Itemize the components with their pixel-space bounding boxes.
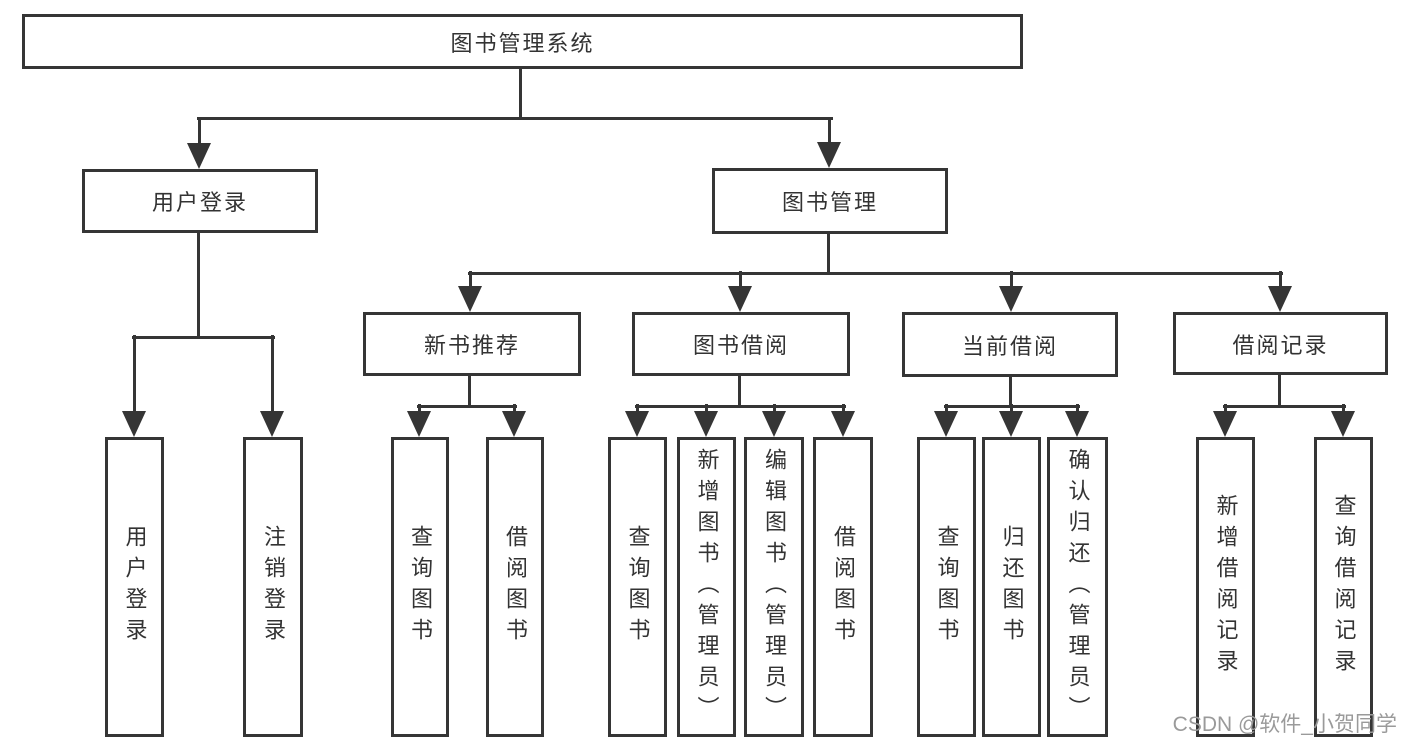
- leaf-record-query-label: 查询借阅记录: [1331, 494, 1357, 680]
- connector-line: [1278, 271, 1282, 288]
- connector-line: [468, 271, 472, 288]
- leaf-borrow-borrow-label: 借阅图书: [831, 525, 856, 649]
- connector-line: [827, 117, 831, 144]
- connector-line: [1009, 271, 1013, 288]
- arrow-down-icon: [934, 411, 958, 437]
- node-user-login-branch-label: 用户登录: [151, 190, 248, 215]
- arrow-down-icon: [728, 286, 752, 312]
- leaf-borrow-query: 查询图书: [608, 437, 667, 737]
- connector-line: [1223, 404, 1227, 413]
- connector-line: [772, 404, 776, 413]
- leaf-current-confirm: 确认归还（管理员）: [1047, 437, 1108, 737]
- connector-line: [841, 404, 845, 413]
- connector-line: [1009, 372, 1012, 408]
- leaf-record-add-label: 新增借阅记录: [1213, 494, 1239, 680]
- arrow-down-icon: [694, 411, 718, 437]
- leaf-newbook-borrow: 借阅图书: [486, 437, 544, 737]
- arrow-down-icon: [1065, 411, 1089, 437]
- node-borrow-record-label: 借阅记录: [1232, 332, 1329, 358]
- connector-line: [944, 404, 948, 413]
- connector-line: [1009, 404, 1013, 413]
- connector-line: [270, 335, 274, 413]
- node-user-login-branch: 用户登录: [82, 169, 318, 233]
- arrow-down-icon: [762, 411, 786, 437]
- leaf-newbook-query: 查询图书: [391, 437, 449, 737]
- leaf-borrow-add-label: 新增图书（管理员）: [694, 447, 720, 727]
- arrow-down-icon: [1268, 286, 1292, 312]
- leaf-user-login: 用户登录: [105, 437, 164, 737]
- connector-line: [738, 271, 742, 288]
- node-new-book-rec-label: 新书推荐: [423, 333, 520, 358]
- arrow-down-icon: [260, 411, 284, 437]
- leaf-logout-label: 注销登录: [261, 525, 286, 649]
- connector-line: [1341, 404, 1345, 413]
- node-new-book-rec: 新书推荐: [363, 312, 581, 376]
- node-book-mgmt-branch: 图书管理: [712, 168, 948, 234]
- connector-line: [738, 372, 741, 408]
- leaf-borrow-edit-label: 编辑图书（管理员）: [762, 447, 787, 727]
- node-current-borrow-label: 当前借阅: [961, 333, 1058, 359]
- node-root-label: 图书管理系统: [450, 30, 595, 56]
- leaf-user-login-label: 用户登录: [122, 525, 148, 649]
- leaf-record-query: 查询借阅记录: [1314, 437, 1373, 737]
- connector-line: [635, 405, 846, 408]
- arrow-down-icon: [1331, 411, 1355, 437]
- node-borrow-record: 借阅记录: [1173, 312, 1388, 375]
- arrow-down-icon: [999, 286, 1023, 312]
- leaf-borrow-borrow: 借阅图书: [813, 437, 873, 737]
- connector-line: [519, 66, 522, 120]
- arrow-down-icon: [1213, 411, 1237, 437]
- node-book-borrow-label: 图书借阅: [692, 333, 789, 358]
- connector-line: [417, 404, 421, 413]
- arrow-down-icon: [407, 411, 431, 437]
- connector-line: [635, 404, 639, 413]
- leaf-borrow-query-label: 查询图书: [625, 525, 651, 649]
- arrow-down-icon: [817, 142, 841, 168]
- node-current-borrow: 当前借阅: [902, 312, 1118, 377]
- leaf-current-return-label: 归还图书: [999, 525, 1025, 649]
- connector-line: [827, 231, 830, 275]
- connector-line: [417, 405, 517, 408]
- arrow-down-icon: [122, 411, 146, 437]
- arrow-down-icon: [458, 286, 482, 312]
- leaf-borrow-edit: 编辑图书（管理员）: [744, 437, 804, 737]
- connector-line: [132, 336, 275, 339]
- leaf-newbook-borrow-label: 借阅图书: [503, 525, 528, 649]
- node-book-borrow: 图书借阅: [632, 312, 850, 376]
- leaf-current-query: 查询图书: [917, 437, 976, 737]
- arrow-down-icon: [625, 411, 649, 437]
- node-book-mgmt-branch-label: 图书管理: [781, 190, 878, 215]
- leaf-current-query-label: 查询图书: [934, 525, 960, 649]
- connector-line: [132, 335, 136, 413]
- leaf-current-confirm-label: 确认归还（管理员）: [1065, 447, 1091, 727]
- arrow-down-icon: [999, 411, 1023, 437]
- connector-line: [512, 404, 516, 413]
- connector-line: [197, 117, 201, 145]
- connector-line: [1223, 405, 1346, 408]
- leaf-newbook-query-label: 查询图书: [408, 525, 433, 649]
- connector-line: [704, 404, 708, 413]
- connector-line: [197, 230, 200, 339]
- node-root: 图书管理系统: [22, 14, 1023, 69]
- arrow-down-icon: [831, 411, 855, 437]
- leaf-record-add: 新增借阅记录: [1196, 437, 1255, 737]
- connector-line: [1075, 404, 1079, 413]
- connector-line: [468, 372, 471, 408]
- connector-line: [197, 117, 833, 120]
- connector-line: [468, 272, 1283, 275]
- arrow-down-icon: [502, 411, 526, 437]
- leaf-current-return: 归还图书: [982, 437, 1041, 737]
- arrow-down-icon: [187, 143, 211, 169]
- watermark: CSDN @软件_小贺同学: [1172, 713, 1397, 736]
- connector-line: [1278, 372, 1281, 408]
- leaf-logout: 注销登录: [243, 437, 303, 737]
- leaf-borrow-add: 新增图书（管理员）: [677, 437, 736, 737]
